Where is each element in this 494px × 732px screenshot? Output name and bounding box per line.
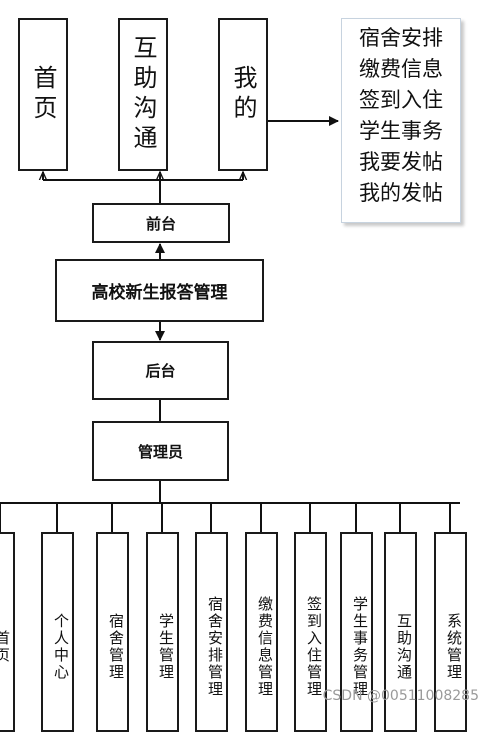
module-label: 互助沟通	[395, 613, 413, 681]
module-home: 首页	[0, 532, 15, 732]
module-label: 缴费信息管理	[256, 596, 274, 698]
module-label: 宿舍安排管理	[206, 596, 224, 698]
module-label: 宿舍管理	[107, 613, 125, 681]
module-label: 签到入住管理	[305, 596, 323, 698]
watermark: CSDN @00511008285	[322, 688, 479, 704]
module-student-management: 学生管理	[146, 532, 179, 732]
top-nav-home[interactable]: 首页	[18, 18, 68, 171]
module-checkin-management: 签到入住管理	[294, 532, 327, 732]
callout-item: 学生事务	[359, 119, 443, 143]
admin-label: 管理员	[137, 442, 183, 461]
backend-box: 后台	[92, 341, 229, 400]
top-nav-communication-label: 互助沟通	[129, 34, 157, 155]
module-label: 系统管理	[445, 613, 463, 681]
module-label: 学生事务管理	[351, 596, 369, 698]
system-label: 高校新生报答管理	[91, 283, 228, 303]
callout-item: 宿舍安排	[359, 26, 443, 50]
callout-item: 缴费信息	[359, 57, 443, 81]
callout-item: 我要发帖	[359, 150, 443, 174]
module-communication: 互助沟通	[384, 532, 417, 732]
module-dorm-assignment-management: 宿舍安排管理	[195, 532, 228, 732]
module-label: 学生管理	[157, 613, 175, 681]
connector-lines	[0, 116, 460, 532]
frontend-box: 前台	[92, 203, 230, 243]
admin-box: 管理员	[92, 421, 229, 481]
top-nav-communication[interactable]: 互助沟通	[118, 18, 168, 171]
callout-item: 签到入住	[359, 88, 443, 112]
module-payment-management: 缴费信息管理	[245, 532, 278, 732]
module-system-management: 系统管理	[434, 532, 467, 732]
frontend-label: 前台	[145, 214, 176, 233]
backend-label: 后台	[145, 362, 176, 380]
module-personal-center: 个人中心	[41, 532, 74, 732]
top-nav-mine-label: 我的	[229, 64, 257, 125]
module-label: 个人中心	[52, 613, 70, 681]
callout-item: 我的发帖	[359, 181, 443, 205]
mine-submenu-callout: 宿舍安排 缴费信息 签到入住 学生事务 我要发帖 我的发帖	[341, 18, 461, 223]
top-nav-mine[interactable]: 我的	[218, 18, 268, 171]
module-label: 首页	[0, 630, 11, 664]
top-nav-home-label: 首页	[29, 64, 57, 125]
system-box: 高校新生报答管理	[55, 259, 264, 322]
module-student-affairs-management: 学生事务管理	[340, 532, 373, 732]
module-dorm-management: 宿舍管理	[96, 532, 129, 732]
